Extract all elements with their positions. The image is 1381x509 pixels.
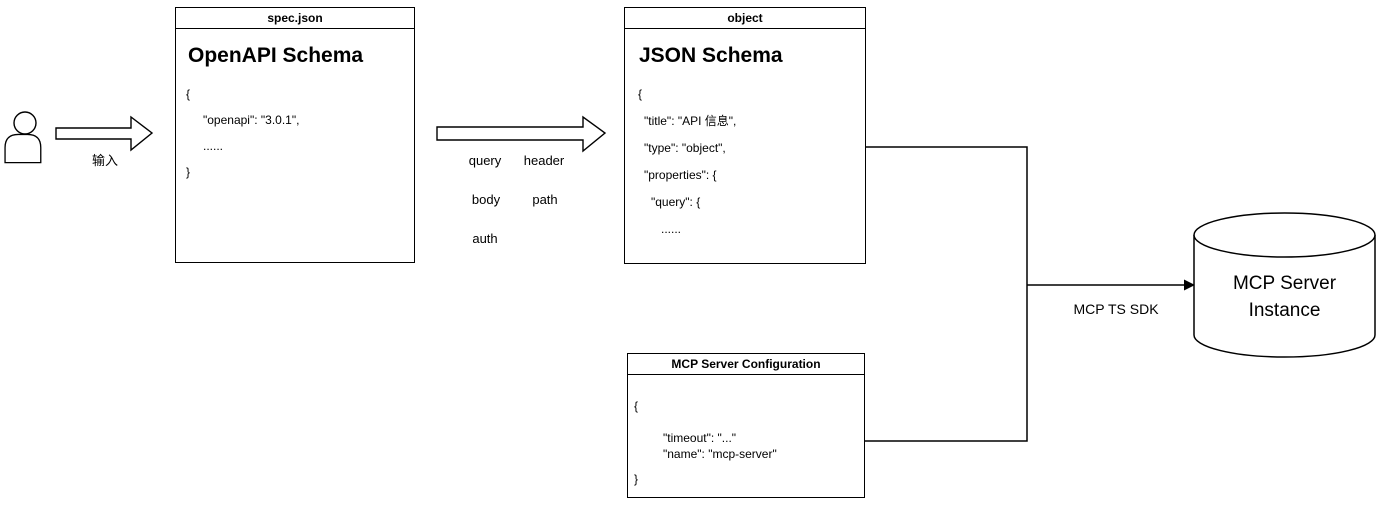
code-line: "type": "object", xyxy=(644,141,726,155)
code-line: { xyxy=(634,399,639,413)
spec-json-box-title: spec.json xyxy=(176,8,414,29)
label-auth: auth xyxy=(472,231,498,246)
code-line: } xyxy=(186,165,191,179)
mcp-server-instance-label: MCP Server Instance xyxy=(1194,270,1375,324)
code-line: "title": "API 信息", xyxy=(644,114,737,128)
spec-json-box: spec.json OpenAPI Schema { "openapi": "3… xyxy=(175,7,415,263)
label-path: path xyxy=(532,192,558,207)
code-line: { xyxy=(638,87,643,101)
code-line: "openapi": "3.0.1", xyxy=(203,113,300,127)
json-schema-box: object JSON Schema { "title": "API 信息", … xyxy=(624,7,866,264)
code-line: } xyxy=(634,472,639,486)
openapi-schema-heading: OpenAPI Schema xyxy=(188,44,364,67)
code-line: "name": "mcp-server" xyxy=(663,447,777,461)
code-line: "query": { xyxy=(651,195,701,209)
input-arrow xyxy=(55,115,154,152)
user-icon xyxy=(4,111,42,164)
mcp-server-instance-line1: MCP Server xyxy=(1232,273,1337,294)
server-cylinder-shape xyxy=(1193,212,1376,358)
merge-connector-line xyxy=(853,146,1028,442)
input-arrow-label: 输入 xyxy=(91,153,118,168)
mcp-server-instance-line2: Instance xyxy=(1248,300,1321,321)
spec-json-code: { "openapi": "3.0.1", ...... } xyxy=(176,81,414,185)
label-body: body xyxy=(471,192,501,207)
code-line: "properties": { xyxy=(644,168,717,182)
code-line: "timeout": "..." xyxy=(663,431,737,445)
sdk-arrowhead-icon xyxy=(1184,279,1195,291)
json-schema-code: { "title": "API 信息", "type": "object", "… xyxy=(625,81,865,243)
json-schema-box-title: object xyxy=(625,8,865,29)
mcp-config-box: MCP Server Configuration { "timeout": ".… xyxy=(627,353,865,498)
code-line: ...... xyxy=(203,139,224,153)
code-line: { xyxy=(186,87,191,101)
mcp-config-box-title: MCP Server Configuration xyxy=(628,354,864,375)
transform-arrow xyxy=(436,115,607,153)
json-schema-heading: JSON Schema xyxy=(639,44,783,67)
label-query: query xyxy=(468,153,502,168)
sdk-arrow-label: MCP TS SDK xyxy=(1073,301,1159,317)
label-header: header xyxy=(523,153,565,168)
code-line: ...... xyxy=(661,222,682,236)
